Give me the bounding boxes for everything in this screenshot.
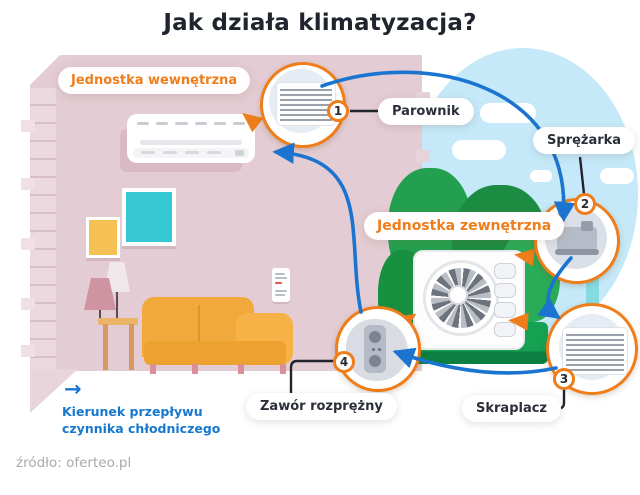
indoor-ac-unit <box>127 114 255 163</box>
ac-bottom-panel <box>133 148 249 158</box>
valve-knob <box>369 331 381 343</box>
cloud <box>480 103 536 123</box>
badge-1: 1 <box>327 100 349 122</box>
brick <box>21 178 35 190</box>
label-indoor-unit: Jednostka wewnętrzna <box>58 67 251 94</box>
lamp-stem <box>99 310 101 320</box>
brick <box>416 150 430 162</box>
valve-knob <box>369 355 381 367</box>
side-table-leg <box>103 324 108 370</box>
fan-bezel <box>423 260 499 336</box>
brick-edge-left <box>30 88 56 371</box>
couch <box>140 295 294 374</box>
label-skraplacz: Skraplacz <box>462 395 561 422</box>
brick <box>21 298 35 310</box>
cloud <box>600 168 634 184</box>
condenser-coil-icon <box>563 328 627 374</box>
lamp-stem <box>116 292 118 318</box>
legend-line2: czynnika chłodniczego <box>62 421 221 436</box>
outdoor-ac-unit <box>413 250 525 350</box>
label-outdoor-unit: Jednostka zewnętrzna <box>364 212 565 240</box>
magnifier-pointer <box>512 245 536 267</box>
couch-leg <box>280 364 286 374</box>
fan-hub <box>448 285 468 305</box>
couch-seam <box>198 305 200 351</box>
valve-dot <box>378 348 381 351</box>
brick <box>21 345 35 357</box>
evaporator-coil-icon <box>277 83 335 125</box>
label-parownik: Parownik <box>378 98 474 125</box>
wall-picture-yellow <box>86 217 120 258</box>
brick <box>21 120 35 132</box>
magnifier-pointer <box>507 311 529 331</box>
couch-leg <box>192 364 198 374</box>
brick <box>21 238 35 250</box>
label-zawor-rozprezny: Zawór rozprężny <box>246 393 397 420</box>
badge-3: 3 <box>553 368 575 390</box>
couch-leg <box>150 364 156 374</box>
source-credit: źródło: oferteo.pl <box>16 455 132 471</box>
legend-text: Kierunek przepływu czynnika chłodniczego <box>62 403 232 437</box>
couch-seat <box>144 341 286 365</box>
unit-side-slats <box>494 263 516 337</box>
badge-4: 4 <box>333 351 355 373</box>
page-title: Jak działa klimatyzacja? <box>163 10 477 36</box>
side-table-leg <box>129 324 134 370</box>
magnifier-expansion-valve <box>335 306 421 392</box>
compressor-cap <box>581 221 593 231</box>
badge-2: 2 <box>574 193 596 215</box>
side-table-top <box>98 318 138 325</box>
valve-dot <box>372 348 375 351</box>
couch-leg <box>238 364 244 374</box>
ac-outlet-slot <box>140 140 242 145</box>
wall-picture-teal <box>122 188 176 246</box>
ac-vents <box>137 122 246 125</box>
ac-display <box>235 150 244 156</box>
label-sprezarka: Sprężarka <box>533 127 636 154</box>
cloud <box>452 140 506 160</box>
flow-direction-arrow-icon: → <box>64 377 82 401</box>
cloud <box>530 170 552 182</box>
compressor-base <box>555 249 599 255</box>
magnifier-condenser <box>546 303 638 395</box>
legend-line1: Kierunek przepływu <box>62 404 203 419</box>
compressor-icon <box>557 227 597 251</box>
